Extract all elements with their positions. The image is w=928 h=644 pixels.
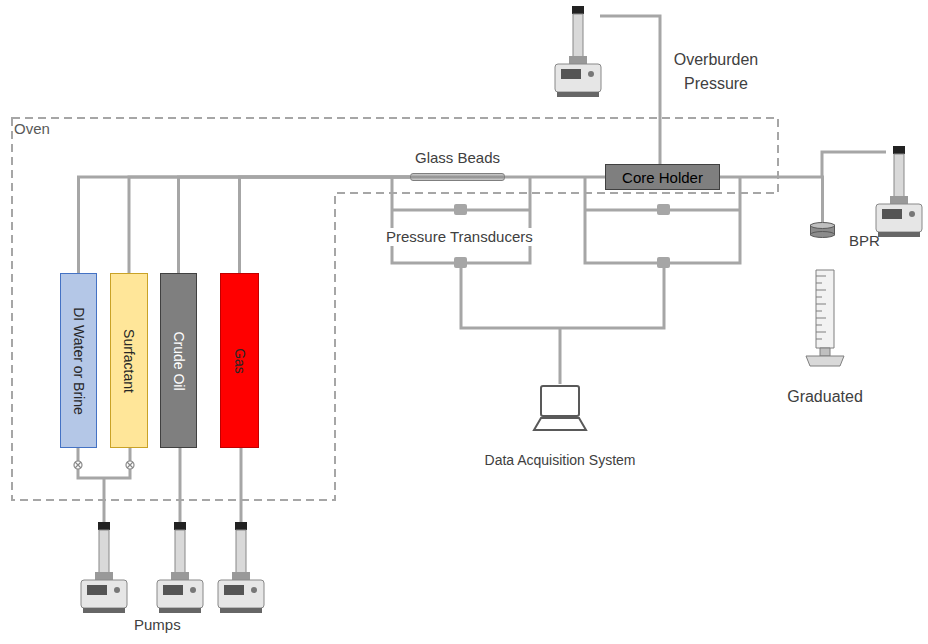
oven-outline [12,118,778,500]
fluid-cylinder: Gas [220,273,259,448]
scale-tick [816,311,822,312]
scale-tick [816,283,822,284]
node-label: Graduated [787,388,863,406]
pump-icon [555,6,601,97]
transducer [454,204,467,215]
valve [126,461,134,469]
pipe-connector [720,177,823,222]
bpr-figure [810,222,835,238]
node-label: BPR [849,232,880,249]
fluid-cylinder: Crude Oil [160,273,197,448]
signal-wire [461,268,664,384]
scale-tick [816,325,822,326]
fluid-cylinder: Surfactant [110,273,148,448]
bpr-bottom [811,232,835,238]
core-holder: Core Holder [605,164,720,190]
valves [74,461,134,469]
node-label: Oven [14,120,50,137]
node-label: Surfactant [121,329,137,393]
valve [74,461,82,469]
back-pressure-regulator: BPR [810,222,835,238]
scale-tick [816,290,826,291]
cylinder-tube [816,270,834,348]
valve [75,462,81,468]
laptop-base [534,418,586,430]
graduated-cylinder: Graduated [802,268,848,368]
scale-tick [816,297,822,298]
pipe-connector [505,176,605,179]
node-label: Crude Oil [171,331,187,390]
pipe-connector [240,177,411,273]
pipe-lines [78,16,886,524]
pumps [81,6,922,613]
pumps-label: Pumps [134,616,181,634]
transducer-label: Pressure Transducers [384,228,535,246]
pressure-label: Overburden Pressure [660,48,772,96]
scale-tick [816,318,826,319]
scale-tick [816,304,826,305]
transducer [454,257,467,268]
graduated-figure [802,268,848,368]
laptop-screen [541,386,579,416]
pump-icon [157,522,203,613]
node-label: DI Water or Brine [71,307,87,415]
fluid-cylinder: DI Water or Brine [60,273,97,448]
pipe [822,152,886,177]
pipe-connector [79,177,411,273]
node-label: Gas [232,348,248,374]
node-label: Core Holder [622,169,703,186]
pipe [392,177,530,263]
pipe-connector [179,177,411,273]
pipe-connector [129,177,410,273]
oven-region: Oven DI Water or Brine Surfactant Crude Oil… [12,118,778,500]
pump-icon [876,146,922,237]
pipe [240,448,243,524]
laptop-figure [532,384,588,434]
pipe [179,448,182,524]
scale-tick [816,332,826,333]
valve [127,462,133,468]
connector-layer [79,177,823,273]
cylinder-base [806,356,844,366]
pipe [600,16,660,164]
cylinder-stem [820,348,830,356]
pipe [78,448,130,478]
bpr-top [811,223,835,229]
pump-icon [81,522,127,613]
pump-icon [218,522,264,613]
scale-tick [816,276,826,277]
glass-bead-pack: Glass Beads [410,173,505,181]
transducer [657,204,670,215]
transducer [657,257,670,268]
node-label: Data Acquisition System [485,452,636,468]
laptop-computer: Data Acquisition System [532,384,588,434]
scale-tick [816,339,822,340]
node-label: Glass Beads [415,149,500,166]
